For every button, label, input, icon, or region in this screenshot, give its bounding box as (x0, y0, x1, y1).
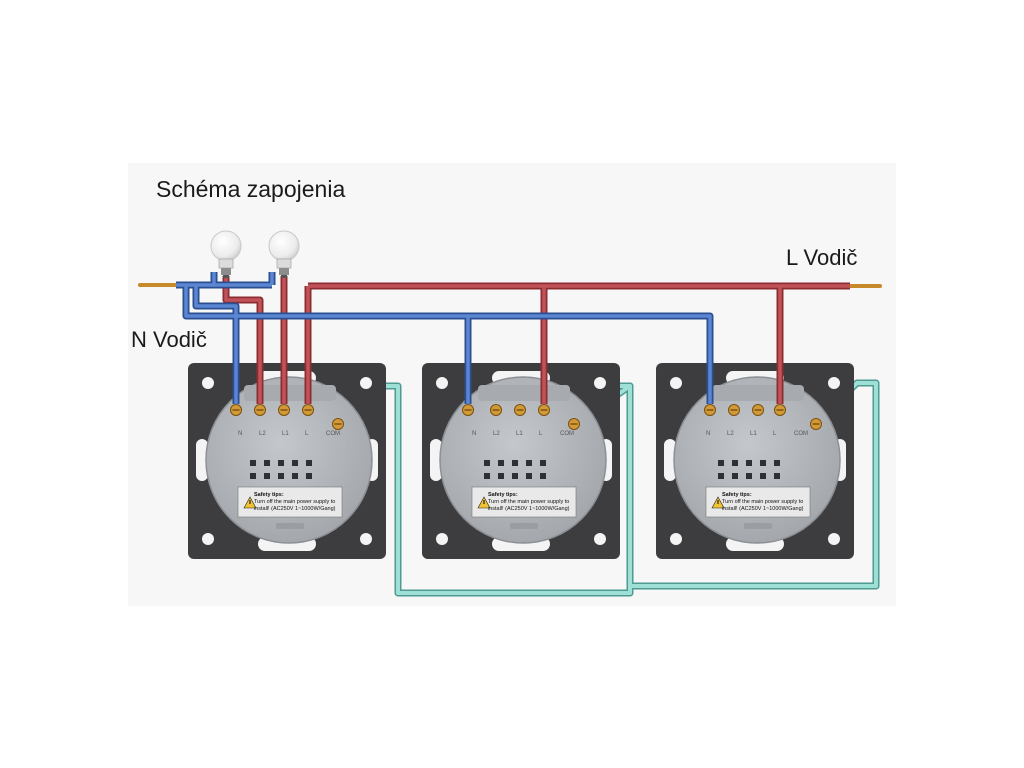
terminal-label: N (706, 431, 710, 437)
terminal-labels-2: N L2 L1 L COM (472, 431, 574, 437)
svg-text:install! (AC250V 1~1000W/Gang): install! (AC250V 1~1000W/Gang) (254, 506, 336, 512)
svg-text:Safety tips:: Safety tips: (488, 492, 518, 498)
light-bulb-icon (210, 230, 242, 278)
svg-text:Turn off the main power supply: Turn off the main power supply to (722, 499, 803, 505)
terminal-label: L2 (727, 431, 734, 437)
terminal-label: L1 (516, 431, 523, 437)
svg-text:Turn off the main power supply: Turn off the main power supply to (488, 499, 569, 505)
phase-wire-label: L Vodič (786, 245, 858, 270)
terminal-label: COM (794, 431, 808, 437)
switch-3 (655, 362, 855, 560)
safety-label-1: Safety tips: Turn off the main power sup… (254, 492, 336, 512)
wire-ends (138, 283, 882, 288)
terminal-label: L (539, 431, 543, 437)
terminal-label: COM (560, 431, 574, 437)
terminal-label: L (773, 431, 777, 437)
svg-text:Turn off the main power supply: Turn off the main power supply to (254, 499, 335, 505)
terminal-label: L (305, 431, 309, 437)
svg-text:Safety tips:: Safety tips: (254, 492, 284, 498)
light-bulb-icon (268, 230, 300, 278)
terminal-label: COM (326, 431, 340, 437)
neutral-wire-label: N Vodič (131, 327, 207, 352)
safety-label-2: Safety tips: Turn off the main power sup… (488, 492, 570, 512)
diagram-title: Schéma zapojenia (156, 176, 346, 202)
terminal-label: N (238, 431, 242, 437)
terminal-label: L2 (493, 431, 500, 437)
svg-text:install! (AC250V 1~1000W/Gang): install! (AC250V 1~1000W/Gang) (722, 506, 804, 512)
terminal-label: L1 (750, 431, 757, 437)
safety-label-3: Safety tips: Turn off the main power sup… (722, 492, 804, 512)
terminal-labels-3: N L2 L1 L COM (706, 431, 808, 437)
switch-2 (421, 362, 621, 560)
terminal-label: L2 (259, 431, 266, 437)
svg-text:Safety tips:: Safety tips: (722, 492, 752, 498)
svg-text:install! (AC250V 1~1000W/Gang): install! (AC250V 1~1000W/Gang) (488, 506, 570, 512)
terminal-label: L1 (282, 431, 289, 437)
terminal-labels-1: N L2 L1 L COM (238, 431, 340, 437)
terminal-label: N (472, 431, 476, 437)
